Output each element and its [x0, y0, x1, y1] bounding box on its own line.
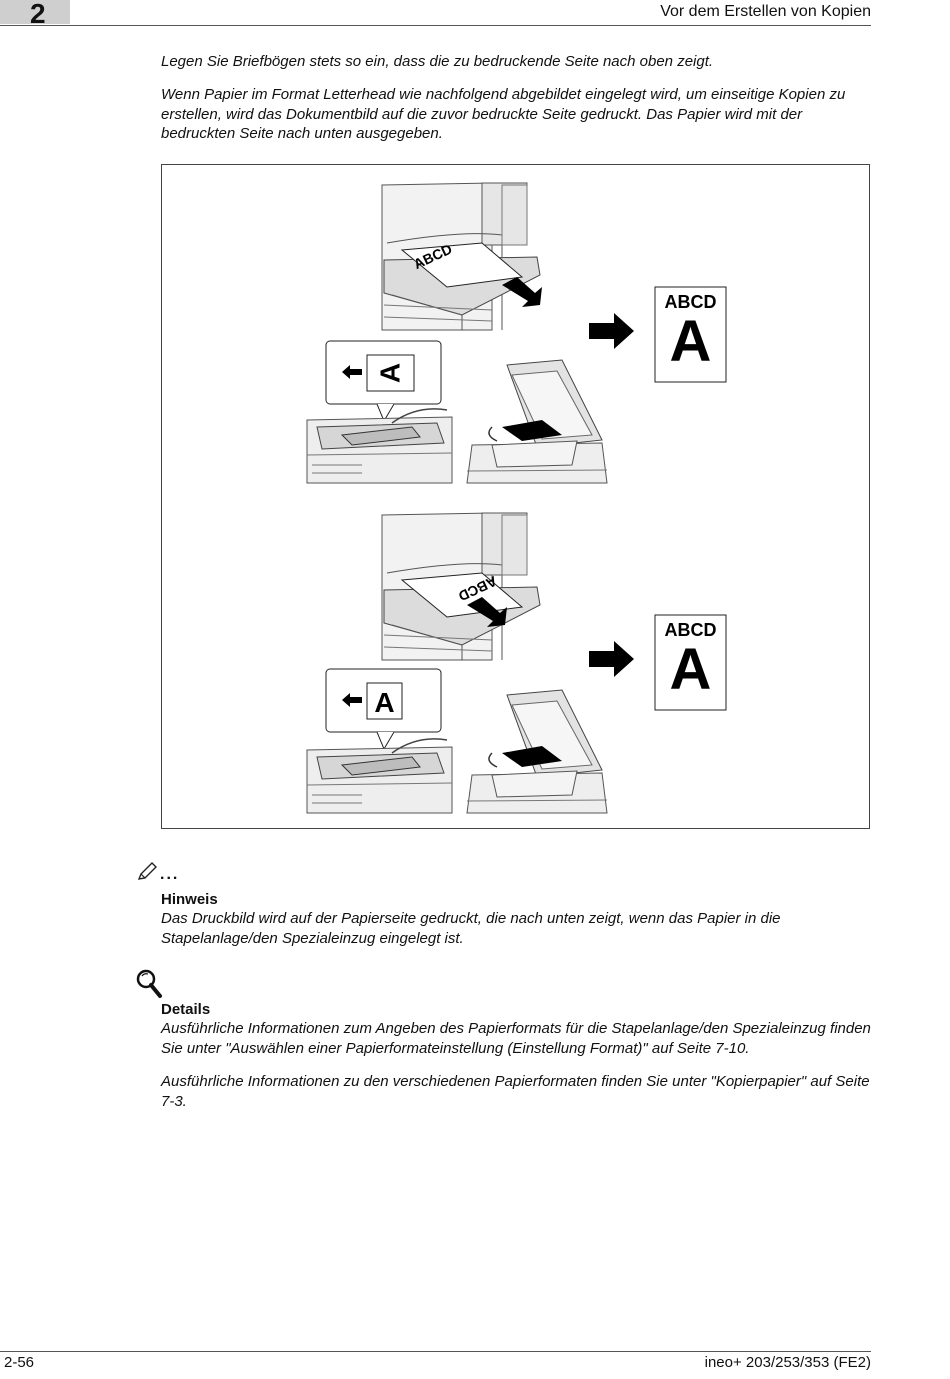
result-heading-2: ABCD — [665, 620, 717, 640]
details-text-2: Ausführliche Informationen zu den versch… — [161, 1073, 870, 1110]
result-sheet-1 — [654, 286, 727, 383]
product-name: ineo+ 203/253/353 (FE2) — [704, 1354, 871, 1371]
page-header-title: Vor dem Erstellen von Kopien — [660, 3, 871, 20]
page-number: 2-56 — [4, 1354, 35, 1371]
intro-paragraph-1: Legen Sie Briefbögen stets so ein, dass … — [161, 53, 714, 70]
result-arrow-2 — [589, 641, 634, 677]
callout-letter-1: A — [375, 363, 406, 383]
details-text-1: Ausführliche Informationen zum Angeben d… — [161, 1020, 871, 1057]
note-dots: ... — [160, 866, 180, 883]
result-heading-1: ABCD — [665, 292, 717, 312]
pencil-icon — [136, 860, 160, 889]
letterhead-loading-figure: ABCD ABCD A A ABCD ABCD A A — [161, 164, 870, 829]
chapter-number: 2 — [30, 0, 46, 29]
header-divider — [0, 25, 871, 26]
note-text: Das Druckbild wird auf der Papierseite g… — [161, 910, 781, 947]
result-letter-1: A — [670, 309, 712, 374]
chapter-tab — [0, 0, 70, 24]
callout-letter-2: A — [374, 687, 394, 718]
details-heading: Details — [161, 1001, 211, 1018]
result-arrow-1 — [589, 313, 634, 349]
figure-illustration: ABCD ABCD A A ABCD ABCD A A — [306, 182, 727, 814]
intro-paragraph-2: Wenn Papier im Format Letterhead wie nac… — [161, 86, 846, 142]
result-letter-2: A — [670, 637, 712, 702]
footer-divider — [0, 1351, 871, 1352]
magnifier-icon — [135, 968, 163, 1005]
result-sheet-2 — [654, 614, 727, 711]
note-heading: Hinweis — [161, 891, 218, 908]
